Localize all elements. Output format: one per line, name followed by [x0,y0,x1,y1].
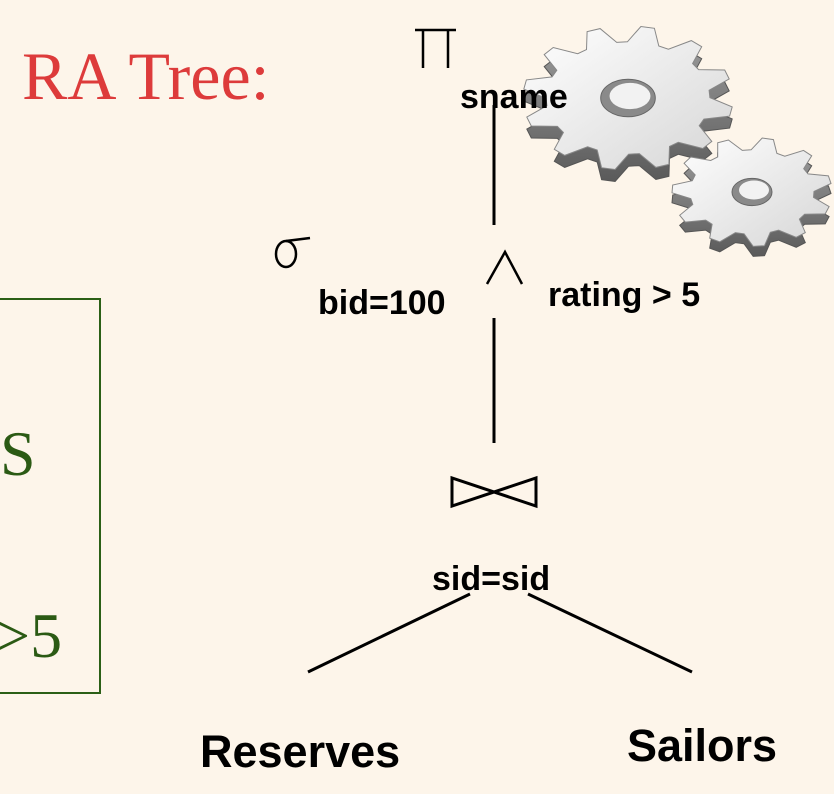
small-gear-icon [671,137,832,257]
join-condition: sid=sid [432,560,551,598]
edge-join-sailors [527,592,693,674]
leaf-reserves: Reserves [200,726,401,777]
and-connective-icon [485,249,524,285]
projection-symbol-icon [415,28,456,68]
tree-edges [307,105,693,674]
sql-fragment-line1: S [0,418,36,489]
selection-symbol-icon [274,236,311,269]
leaf-sailors: Sailors [627,720,778,771]
slide-title: RA Tree: [22,38,270,114]
selection-condition-right: rating > 5 [548,276,701,314]
sql-query-box [0,298,101,694]
large-gear-icon [523,25,733,183]
sql-fragment-line2: >5 [0,600,63,671]
projection-attribute: sname [460,78,568,116]
edge-join-reserves [307,592,471,674]
selection-condition-left: bid=100 [318,284,446,322]
join-icon [450,475,538,509]
